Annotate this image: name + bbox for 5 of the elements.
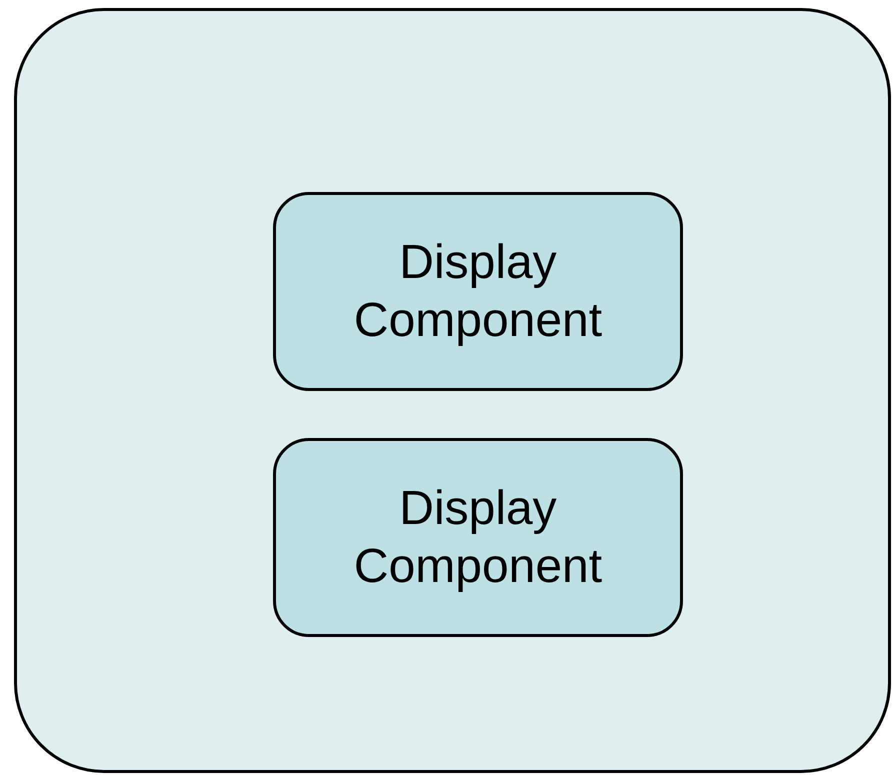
component-box [273, 192, 683, 391]
component-label: Display Component [352, 234, 604, 348]
container-box [14, 8, 891, 773]
component-label: Display Component [352, 480, 604, 594]
component-box [273, 438, 683, 637]
